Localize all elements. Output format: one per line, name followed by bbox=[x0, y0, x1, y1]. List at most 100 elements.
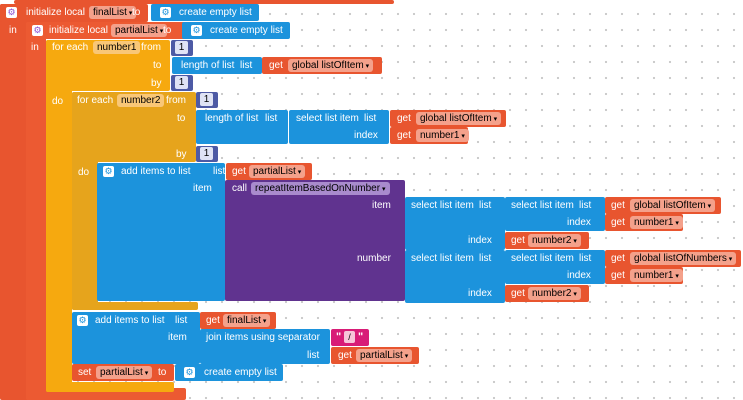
create-empty-list-label: create empty list bbox=[210, 25, 283, 36]
add-items-final-list-block[interactable] bbox=[72, 312, 200, 364]
create-empty-list-block[interactable] bbox=[182, 22, 290, 39]
list-label: list bbox=[175, 315, 188, 326]
gear-icon[interactable]: ⚙ bbox=[32, 25, 43, 36]
select-list-item-block[interactable] bbox=[289, 110, 389, 144]
for-each-label: for each bbox=[77, 95, 114, 106]
get-label: get bbox=[611, 270, 625, 281]
get-label: get bbox=[269, 60, 283, 71]
list-label: list bbox=[579, 200, 592, 211]
list-label: list bbox=[307, 350, 320, 361]
for-each-number1-footer bbox=[46, 382, 174, 392]
length-of-list-label: length of list bbox=[181, 60, 235, 71]
item-label: item bbox=[372, 200, 391, 211]
add-items-partial-list-block[interactable] bbox=[97, 163, 225, 301]
list-label: list bbox=[479, 200, 492, 211]
quote-close: " bbox=[358, 331, 364, 343]
global-list-of-numbers-dropdown[interactable]: global listOfNumbers bbox=[630, 252, 737, 265]
gear-icon[interactable]: ⚙ bbox=[77, 315, 88, 326]
get-label: get bbox=[511, 288, 525, 299]
global-list-of-item-dropdown[interactable]: global listOfItem bbox=[416, 112, 502, 125]
length-of-list-block[interactable] bbox=[172, 57, 262, 74]
global-list-of-item-dropdown[interactable]: global listOfItem bbox=[288, 59, 374, 72]
partial-list-dropdown[interactable]: partialList bbox=[356, 349, 413, 362]
to-label: to bbox=[153, 60, 162, 71]
number1-dropdown[interactable]: number1 bbox=[630, 269, 683, 282]
partial-list-dropdown[interactable]: partialList bbox=[249, 165, 306, 178]
get-label: get bbox=[397, 130, 411, 141]
get-label: get bbox=[397, 113, 411, 124]
from-label: from bbox=[166, 95, 186, 106]
for-each-number2-footer bbox=[72, 302, 198, 310]
to-label: to bbox=[158, 367, 167, 378]
number2-var-name[interactable]: number2 bbox=[117, 94, 165, 107]
initialize-final-list-block[interactable] bbox=[0, 4, 30, 400]
select-list-item-block[interactable] bbox=[405, 250, 505, 303]
separator-text-value[interactable]: / bbox=[344, 331, 355, 343]
select-list-item-block[interactable] bbox=[505, 197, 605, 231]
number-value[interactable]: 1 bbox=[200, 147, 213, 160]
index-label: index bbox=[468, 288, 492, 299]
create-empty-list-label: create empty list bbox=[179, 7, 252, 18]
gear-icon[interactable]: ⚙ bbox=[184, 367, 195, 378]
call-procedure-block[interactable] bbox=[225, 180, 405, 301]
final-list-dropdown[interactable]: finalList bbox=[223, 314, 271, 327]
get-label: get bbox=[611, 253, 625, 264]
set-label: set bbox=[78, 367, 92, 378]
index-label: index bbox=[354, 130, 378, 141]
number-value[interactable]: 1 bbox=[175, 76, 188, 89]
gear-icon[interactable]: ⚙ bbox=[103, 166, 114, 177]
get-label: get bbox=[338, 350, 352, 361]
number1-dropdown[interactable]: number1 bbox=[630, 216, 683, 229]
final-list-var-name[interactable]: finalList bbox=[89, 6, 137, 19]
list-label: list bbox=[364, 113, 377, 124]
initialize-local-label: initialize local bbox=[26, 7, 85, 18]
number-value[interactable]: 1 bbox=[175, 41, 188, 54]
global-list-of-item-dropdown[interactable]: global listOfItem bbox=[630, 199, 716, 212]
index-label: index bbox=[567, 270, 591, 281]
do-label: do bbox=[78, 167, 90, 178]
number1-var-name[interactable]: number1 bbox=[93, 41, 141, 54]
number1-dropdown[interactable]: number1 bbox=[416, 129, 469, 142]
select-list-item-block[interactable] bbox=[505, 250, 605, 284]
initialize-partial-list-block[interactable] bbox=[26, 22, 46, 400]
get-label: get bbox=[511, 235, 525, 246]
list-label: list bbox=[579, 253, 592, 264]
number2-dropdown[interactable]: number2 bbox=[528, 287, 581, 300]
partial-list-var-name[interactable]: partialList bbox=[111, 24, 168, 37]
create-empty-list-label: create empty list bbox=[204, 367, 277, 378]
length-of-list-block[interactable] bbox=[196, 110, 288, 144]
gear-icon[interactable]: ⚙ bbox=[160, 7, 171, 18]
from-label: from bbox=[141, 42, 161, 53]
get-label: get bbox=[206, 315, 220, 326]
number-value[interactable]: 1 bbox=[200, 93, 213, 106]
item-label: item bbox=[168, 332, 187, 343]
select-list-item-label: select list item bbox=[411, 200, 474, 211]
add-items-to-list-label: add items to list bbox=[95, 315, 165, 326]
number2-dropdown[interactable]: number2 bbox=[528, 234, 581, 247]
select-list-item-block[interactable] bbox=[405, 197, 505, 250]
partial-list-dropdown[interactable]: partialList bbox=[96, 366, 153, 379]
initialize-local-label: initialize local bbox=[49, 25, 108, 36]
add-items-to-list-label: add items to list bbox=[121, 166, 191, 177]
select-list-item-label: select list item bbox=[411, 253, 474, 264]
by-label: by bbox=[176, 149, 187, 160]
top-scrap-block[interactable] bbox=[14, 0, 394, 4]
get-label: get bbox=[611, 200, 625, 211]
gear-icon[interactable]: ⚙ bbox=[191, 25, 202, 36]
item-label: item bbox=[193, 183, 212, 194]
procedure-name-dropdown[interactable]: repeatItemBasedOnNumber bbox=[251, 182, 390, 195]
create-empty-list-block[interactable] bbox=[175, 364, 283, 381]
in-label: in bbox=[31, 42, 39, 53]
index-label: index bbox=[567, 217, 591, 228]
select-list-item-label: select list item bbox=[511, 253, 574, 264]
gear-icon[interactable]: ⚙ bbox=[6, 7, 17, 18]
get-label: get bbox=[232, 166, 246, 177]
list-label: list bbox=[213, 166, 226, 177]
list-label: list bbox=[479, 253, 492, 264]
join-items-block[interactable] bbox=[200, 329, 330, 364]
create-empty-list-block[interactable] bbox=[151, 4, 259, 21]
list-label: list bbox=[240, 60, 253, 71]
number-label: number bbox=[357, 253, 391, 264]
list-label: list bbox=[265, 113, 278, 124]
for-each-number1-block[interactable] bbox=[46, 40, 72, 392]
